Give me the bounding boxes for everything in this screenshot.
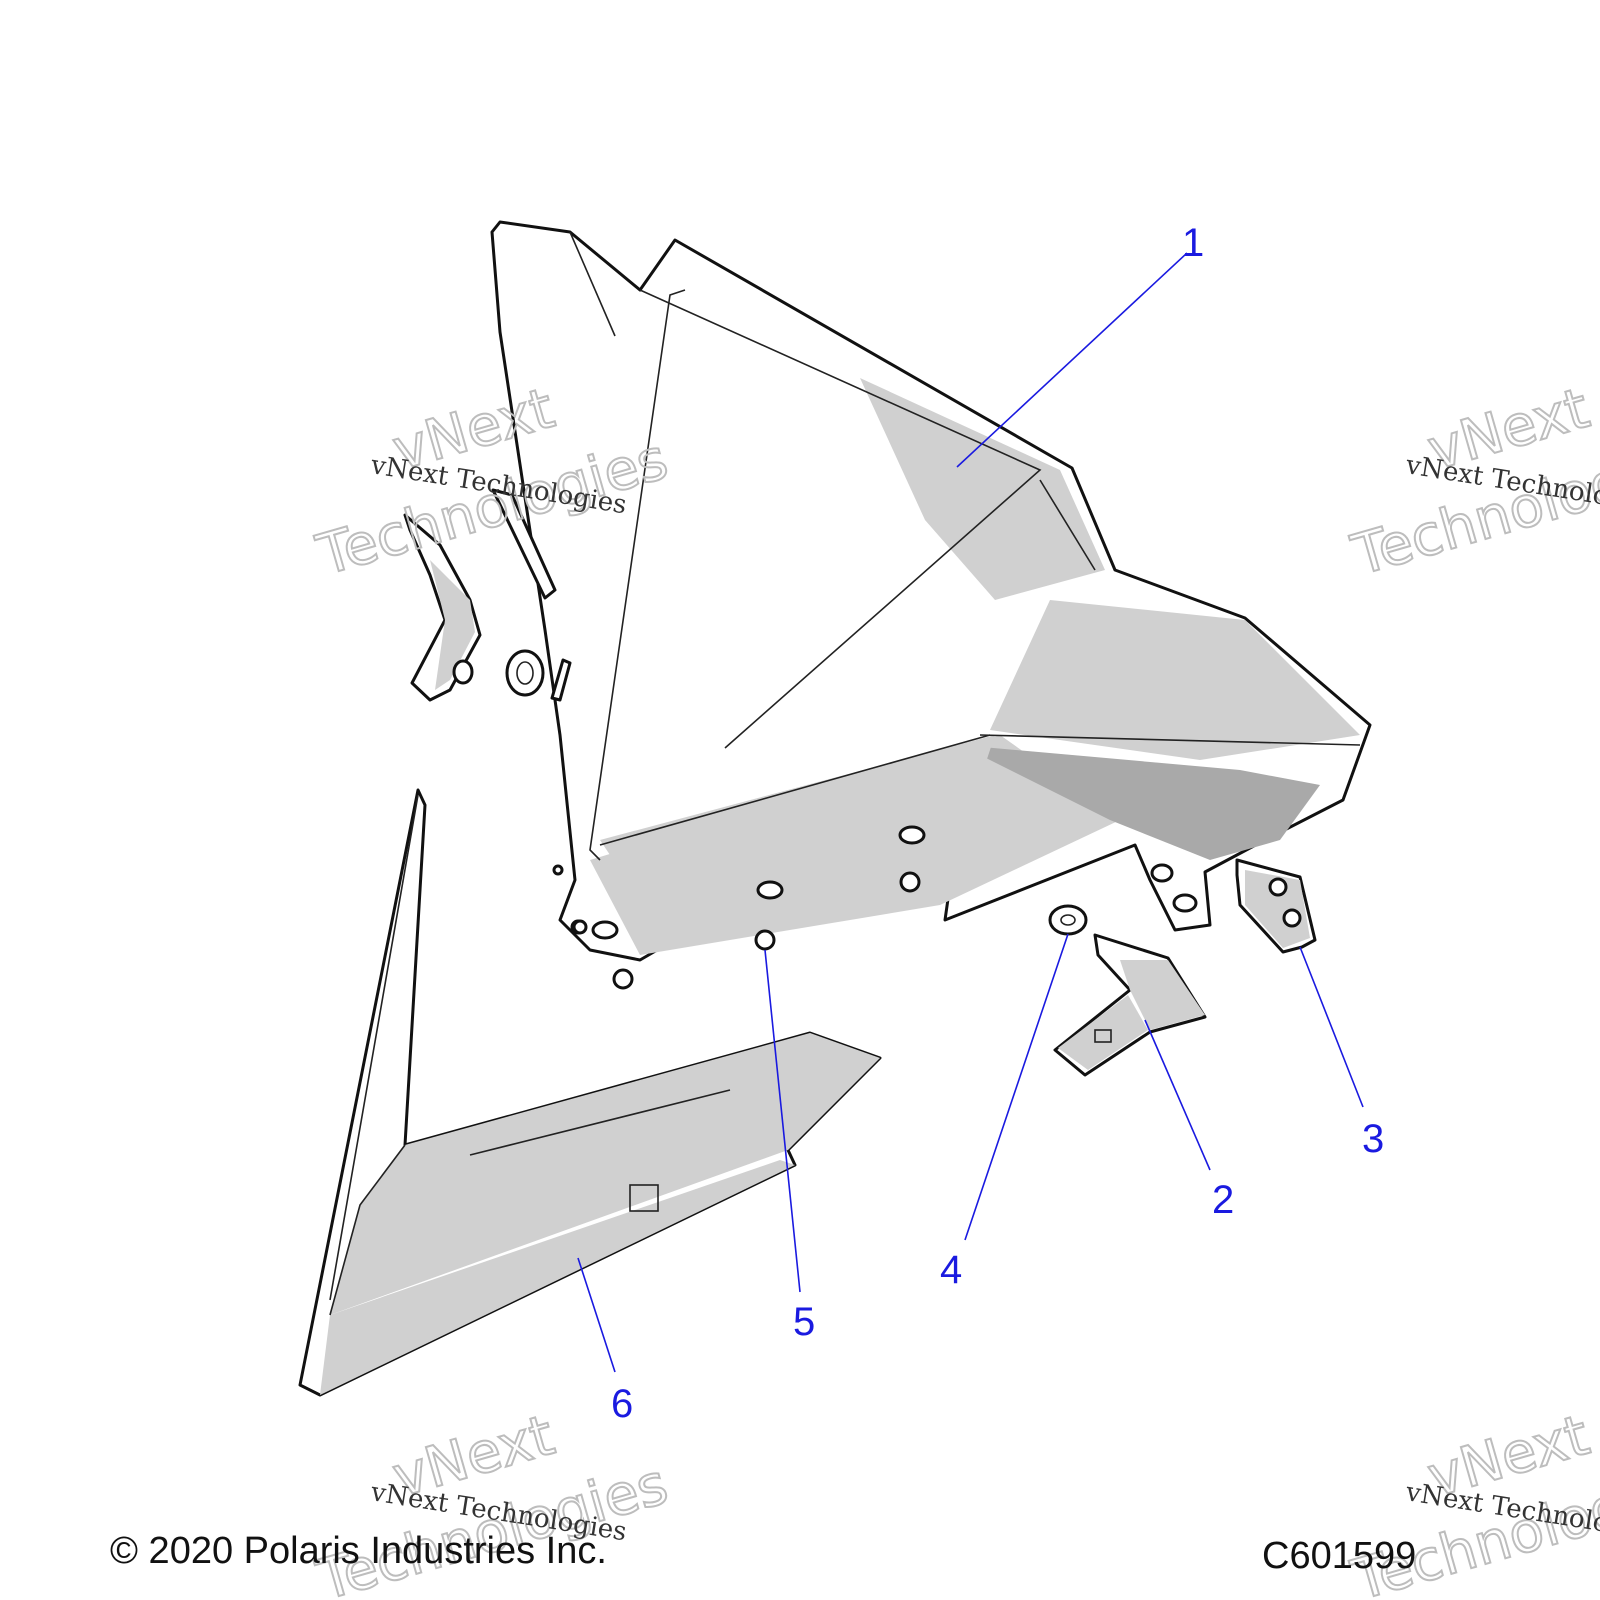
- callout-6: 6: [611, 1382, 633, 1426]
- callout-3: 3: [1362, 1117, 1384, 1161]
- callouts: 1 2 3 4 5 6: [611, 221, 1384, 1426]
- part-lower-deflector: [298, 788, 882, 1397]
- part-windshield: [490, 220, 1372, 962]
- watermark-top-right: vNext Technologies vNext Technologies: [1344, 375, 1600, 590]
- leader-lines: [577, 252, 1364, 1373]
- part-left-hardware: [403, 488, 572, 702]
- copyright-notice: © 2020 Polaris Industries Inc.: [110, 1530, 607, 1572]
- callout-2: 2: [1212, 1178, 1234, 1222]
- part-rivets: [572, 871, 921, 990]
- figure-code: C601599: [1262, 1535, 1417, 1577]
- callout-1: 1: [1182, 221, 1204, 265]
- part-mounting-plate: [1235, 858, 1317, 954]
- part-bracket: [1053, 933, 1207, 1077]
- callout-5: 5: [793, 1300, 815, 1344]
- callout-4: 4: [940, 1248, 962, 1292]
- part-grommet: [1048, 904, 1088, 936]
